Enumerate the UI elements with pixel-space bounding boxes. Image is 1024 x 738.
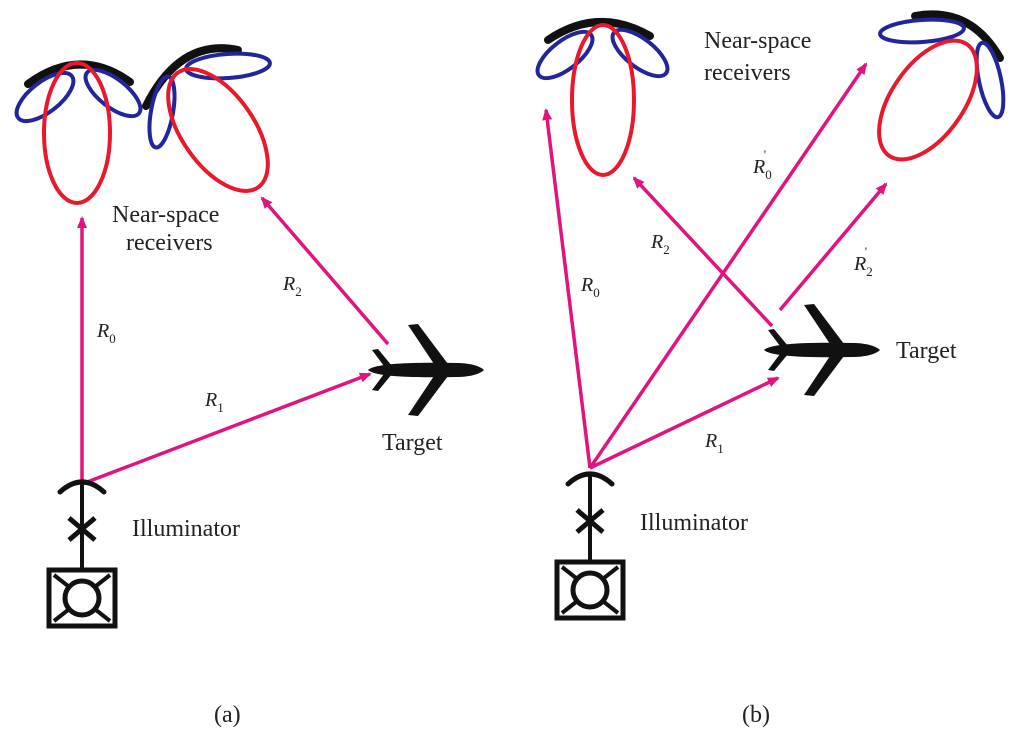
receiver-a1-sidelobe-right <box>83 67 143 119</box>
label-b-r2-prime: R2' <box>853 244 873 279</box>
arrow-a-r1 <box>81 372 372 486</box>
label-a-r2: R2 <box>282 273 302 299</box>
panel-a: Near-space receivers R0 R1 R2 Target Ill… <box>14 44 484 728</box>
receiver-b2 <box>877 10 1006 162</box>
illuminator-label-b: Illuminator <box>640 510 748 536</box>
receivers-label-b-line2: receivers <box>704 60 791 86</box>
receiver-a2 <box>142 44 272 193</box>
target-airplane-b <box>764 304 880 396</box>
receiver-b1-mainlobe <box>570 23 636 177</box>
arrow-b-r0 <box>542 108 592 469</box>
illuminator-a <box>49 482 115 626</box>
receiver-a1-mainlobe <box>42 61 112 205</box>
receiver-b2-sidelobe-right <box>974 40 1006 120</box>
target-airplane-a <box>368 324 484 416</box>
receiver-b2-mainlobe <box>877 38 979 162</box>
receiver-a1 <box>14 60 143 205</box>
label-b-r2: R2 <box>650 231 670 257</box>
caption-b: (b) <box>742 702 770 728</box>
arrow-b-r2 <box>632 176 774 328</box>
illuminator-b <box>557 474 623 618</box>
caption-a: (a) <box>214 702 241 728</box>
receiver-b2-reflector <box>911 10 1004 62</box>
receivers-label-a-line2: receivers <box>126 230 213 256</box>
label-b-r0: R0 <box>580 274 600 300</box>
label-a-r1: R1 <box>204 389 224 415</box>
receiver-a1-sidelobe-left <box>14 70 76 124</box>
arrow-a-r2 <box>260 196 390 346</box>
arrow-b-r2-prime <box>778 182 888 312</box>
panel-b: Near-space receivers R0 R0' R2 R2' R1 Ta… <box>535 10 1006 728</box>
receivers-label-b-line1: Near-space <box>704 28 811 54</box>
arrow-b-r1 <box>589 376 780 470</box>
label-b-r1: R1 <box>704 430 724 456</box>
receivers-label-a-line1: Near-space <box>112 202 219 228</box>
target-label-b: Target <box>896 338 957 364</box>
receiver-b1-reflector <box>544 17 654 44</box>
receiver-b1 <box>535 17 670 177</box>
receiver-a2-sidelobe-left <box>147 74 177 150</box>
label-a-r0: R0 <box>96 320 116 346</box>
receiver-a2-mainlobe <box>166 67 270 193</box>
illuminator-label-a: Illuminator <box>132 516 240 542</box>
arrow-b-r0-prime <box>588 62 868 469</box>
receiver-b2-sidelobe-top <box>878 17 966 45</box>
target-label-a: Target <box>382 430 443 456</box>
label-b-r0-prime: R0' <box>752 147 772 182</box>
